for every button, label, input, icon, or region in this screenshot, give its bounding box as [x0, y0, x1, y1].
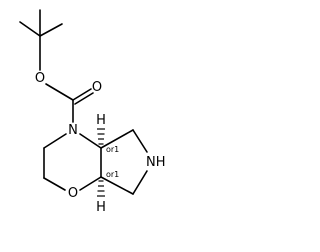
pyrrolidine-ring	[100, 129, 148, 195]
morpholine-ring	[43, 133, 102, 191]
bond-carbonyl-double-b	[74, 92, 94, 105]
bond-carbonyl-double-a	[72, 88, 92, 101]
bond-n-ch2	[43, 133, 67, 149]
top-hydrogen-label: H	[96, 113, 106, 128]
bond-tbu-c-methyl-right	[39, 23, 63, 37]
bond-c4a-n	[79, 133, 102, 149]
chemical-structure: O O N O NH H H or1 or1	[19, 9, 166, 215]
bond-ch2-ring-o	[43, 177, 66, 191]
bond-c4a-ch2	[100, 129, 134, 149]
tert-butyl-group	[19, 9, 63, 71]
bond-ch2-c7a	[100, 176, 134, 195]
bottom-hydrogen-label: H	[96, 200, 106, 215]
bond-tbu-c-methyl-left	[19, 21, 41, 37]
hashed-wedge-bottom	[97, 180, 105, 197]
stereo-label-bottom: or1	[106, 170, 119, 179]
bond-ch2-nh-top	[132, 129, 148, 153]
bond-nh-ch2-bottom	[132, 170, 148, 195]
stereo-label-top: or1	[106, 145, 119, 154]
bond-ester-o-carbonyl-c	[45, 83, 74, 101]
carbonyl-oxygen-label: O	[92, 80, 102, 95]
ring-oxygen-label: O	[68, 186, 78, 201]
ester-oxygen-label: O	[35, 71, 45, 86]
carbamate-nitrogen-label: N	[68, 123, 78, 138]
pyrrolidine-nh-label: NH	[146, 155, 166, 170]
bond-ring-o-c7a	[79, 176, 102, 191]
carbamate-group	[45, 83, 94, 123]
hashed-wedge-top	[97, 128, 105, 145]
